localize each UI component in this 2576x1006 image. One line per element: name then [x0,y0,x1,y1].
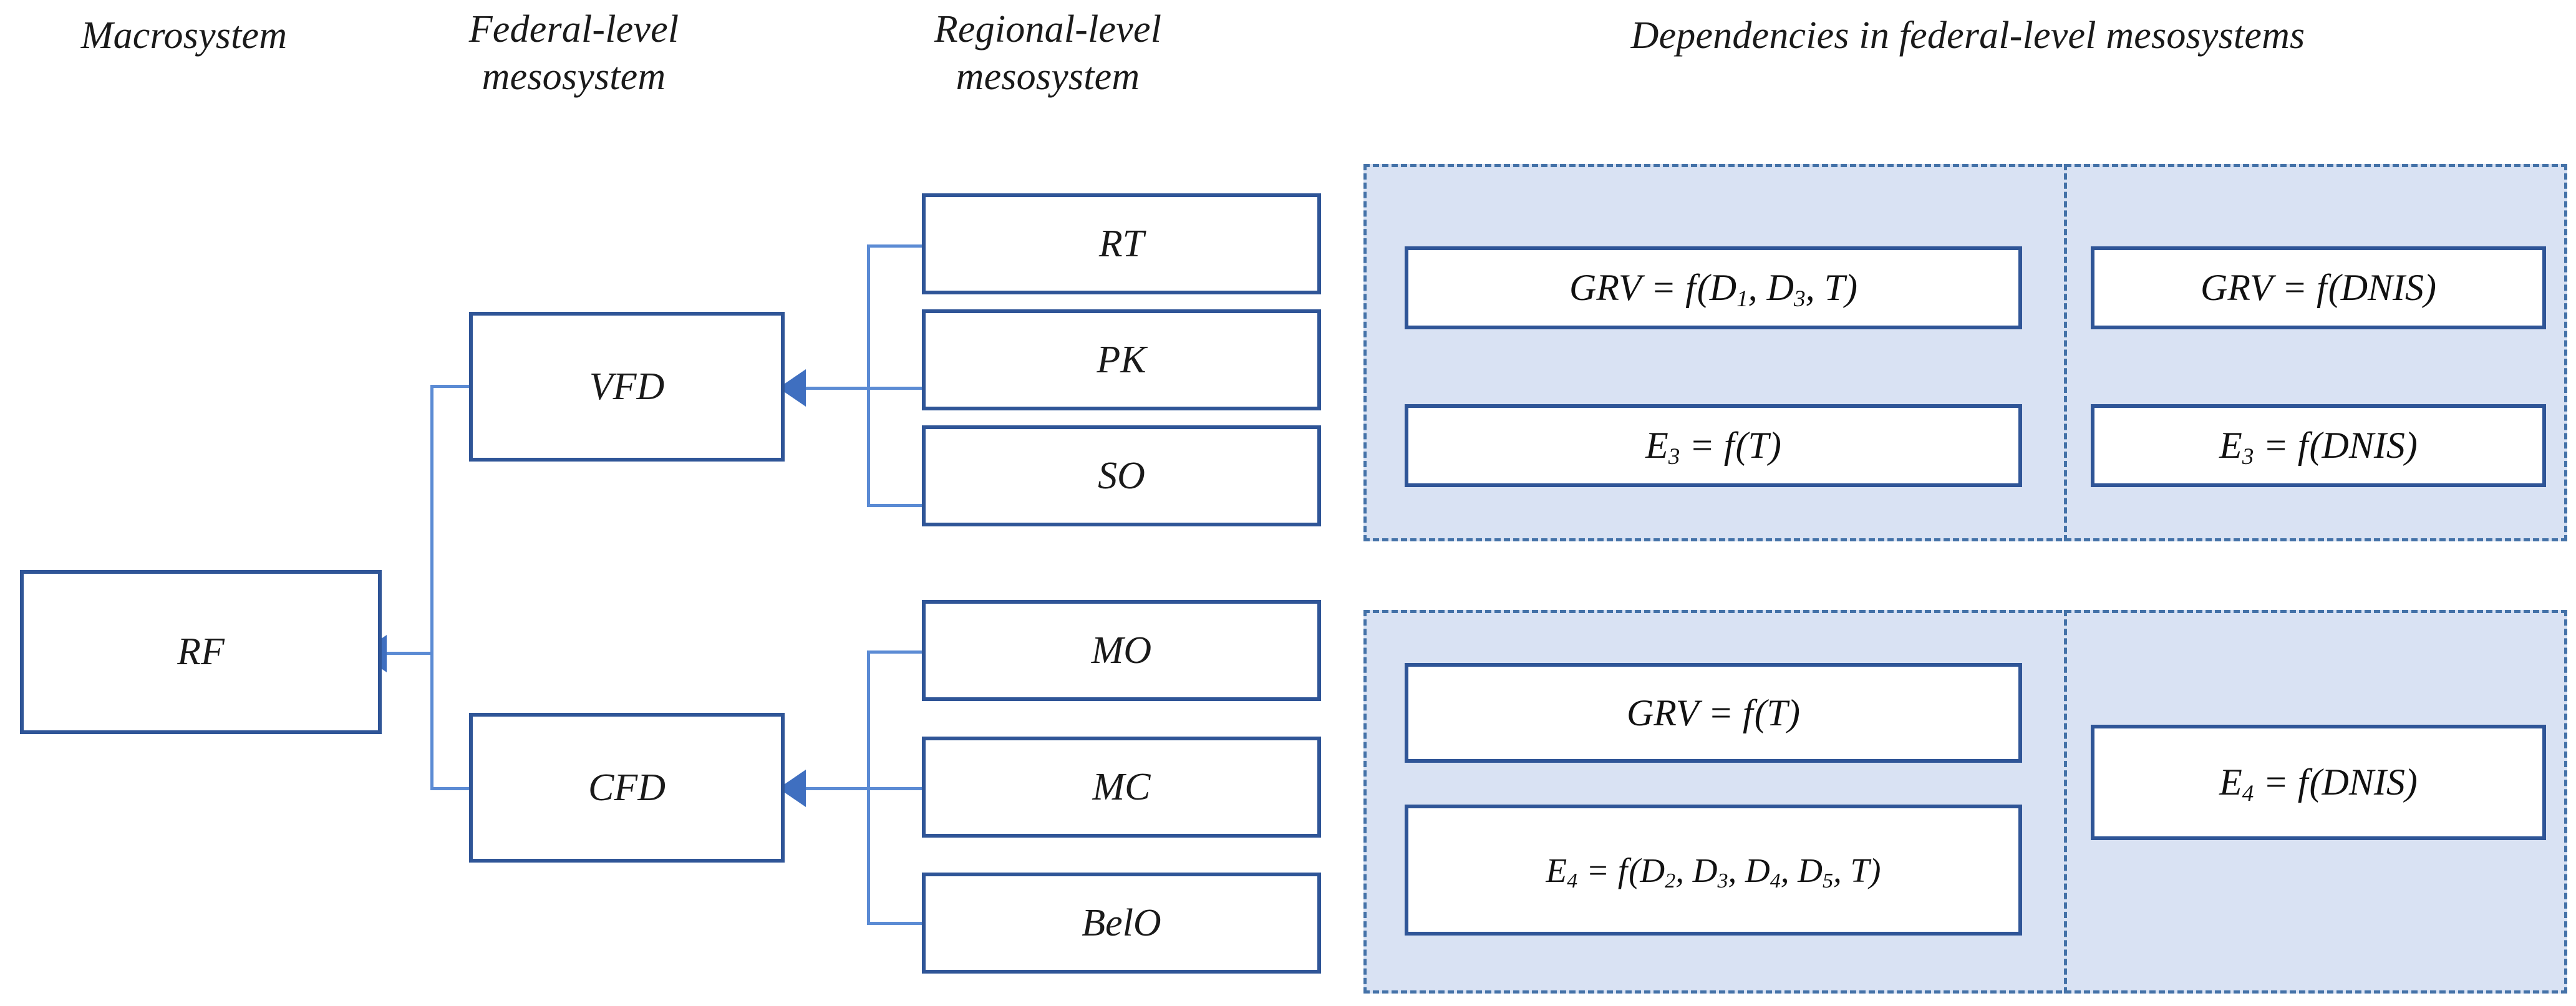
connector-mc-to-bus [867,787,923,790]
header-macrosystem-label: Macrosystem [80,14,288,57]
header-regional-line2: mesosystem [956,55,1140,98]
node-vfd-label: VFD [589,365,665,408]
node-belo[interactable]: BelO [922,873,1321,974]
node-rf-label: RF [177,631,225,673]
formula-text: GRV = f(DNIS) [2200,267,2437,308]
node-pk-label: PK [1097,338,1146,381]
node-vfd[interactable]: VFD [469,312,785,462]
formula-text: E4 = f(DNIS) [2219,762,2418,807]
connector-rt-to-bus [867,244,923,248]
formula-text: E3 = f(DNIS) [2219,425,2418,470]
panel-cfd-divider [2064,610,2067,994]
node-so-label: SO [1098,454,1145,497]
node-cfd[interactable]: CFD [469,713,785,863]
node-mo[interactable]: MO [922,600,1321,701]
formula-vfd-right-e3[interactable]: E3 = f(DNIS) [2091,404,2546,487]
node-mc[interactable]: MC [922,737,1321,838]
connector-so-to-bus [867,504,923,507]
node-mc-label: MC [1092,765,1151,808]
node-pk[interactable]: PK [922,309,1321,410]
formula-vfd-left-e3[interactable]: E3 = f(T) [1405,404,2022,487]
connector-rf-bus-vertical [430,385,433,790]
connector-bus-to-cfd-arrow [805,787,869,790]
node-so[interactable]: SO [922,425,1321,526]
formula-text: GRV = f(D1, D3, T) [1569,267,1857,312]
formula-vfd-right-grv[interactable]: GRV = f(DNIS) [2091,246,2546,329]
connector-mo-to-bus [867,651,923,654]
connector-rf-bus-joint [430,652,433,655]
formula-cfd-left-e4[interactable]: E4 = f(D2, D3, D4, D5, T) [1405,805,2022,936]
node-rf[interactable]: RF [20,570,382,734]
header-federal-line1: Federal-level [468,8,679,51]
header-federal-line2: mesosystem [482,55,666,98]
formula-text: GRV = f(T) [1626,692,1801,733]
connector-belo-to-bus [867,922,923,925]
connector-vfd-children-bus [867,244,870,505]
node-rt[interactable]: RT [922,193,1321,294]
connector-bus-to-vfd [430,385,472,388]
formula-text: E3 = f(T) [1645,425,1781,470]
formula-text: E4 = f(D2, D3, D4, D5, T) [1546,851,1881,893]
header-dependencies: Dependencies in federal-level mesosystem… [1360,12,2576,60]
header-dependencies-label: Dependencies in federal-level mesosystem… [1630,14,2305,57]
formula-cfd-left-grv[interactable]: GRV = f(T) [1405,663,2022,763]
header-regional-line1: Regional-level [934,8,1162,51]
header-regional-mesosystem: Regional-level mesosystem [867,6,1229,100]
panel-vfd-divider [2064,164,2067,541]
connector-bus-to-rf [387,652,433,655]
formula-vfd-left-grv[interactable]: GRV = f(D1, D3, T) [1405,246,2022,329]
node-belo-label: BelO [1082,901,1161,944]
connector-bus-to-vfd-arrow [805,387,869,390]
header-macrosystem: Macrosystem [0,12,368,60]
node-rt-label: RT [1098,222,1145,265]
formula-cfd-right-e4[interactable]: E4 = f(DNIS) [2091,725,2546,840]
connector-pk-to-bus [867,387,923,390]
node-cfd-label: CFD [588,766,666,809]
connector-bus-to-cfd [430,787,472,790]
header-federal-mesosystem: Federal-level mesosystem [387,6,761,100]
node-mo-label: MO [1091,629,1152,672]
